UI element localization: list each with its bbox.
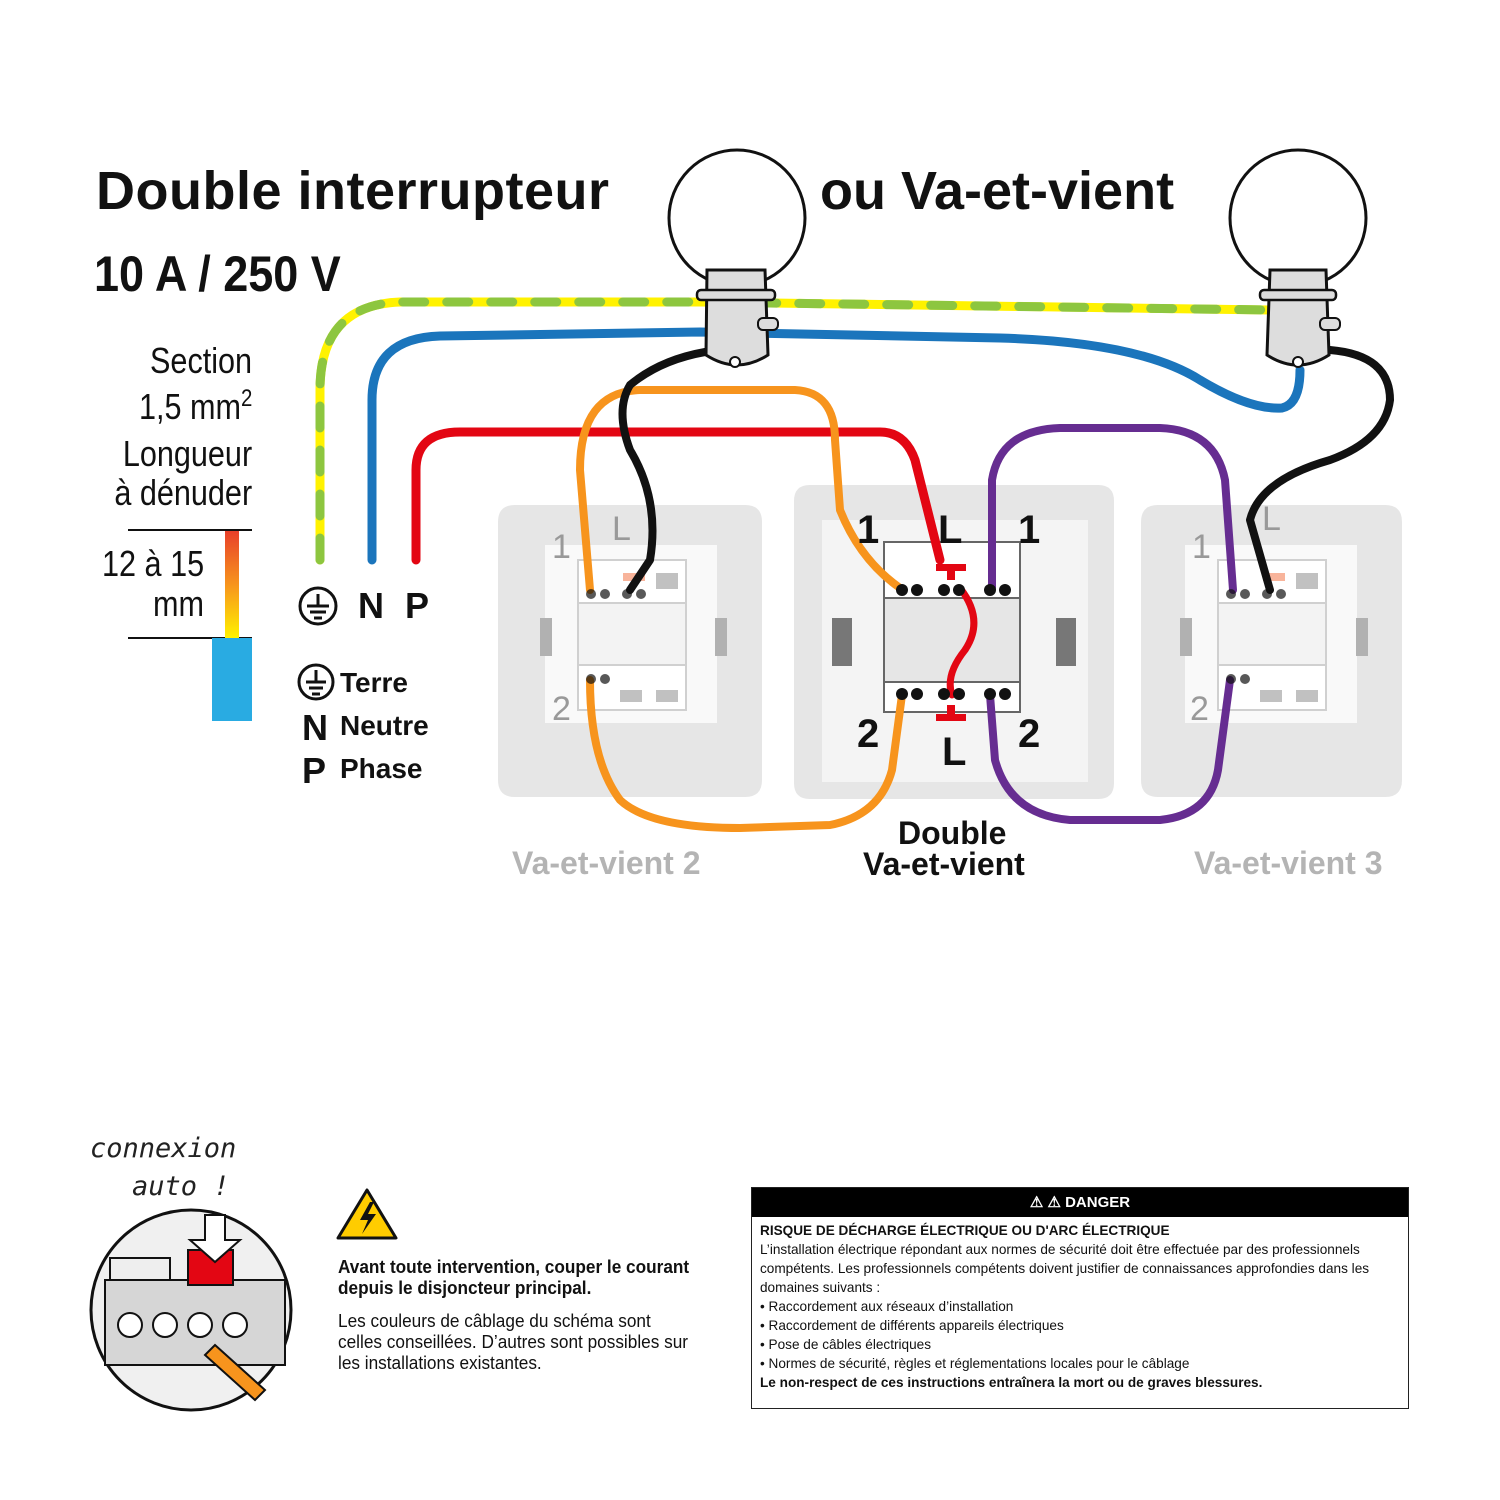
strip-length-value: 12 à 15 <box>101 543 204 584</box>
legend-p-letter: P <box>302 750 327 791</box>
traveler-purple-bottom <box>986 676 1234 824</box>
earth-symbol-icon <box>298 586 338 626</box>
earth-legend-icon <box>297 663 335 701</box>
warning-text: Les couleurs de câblage du schéma sont c… <box>338 1310 688 1373</box>
danger-footer: Le non-respect de ces instructions entra… <box>760 1375 1263 1390</box>
traveler-orange-bottom <box>586 676 906 832</box>
length-label: Longueur <box>122 433 252 474</box>
switch-va3 <box>1141 505 1402 797</box>
warning-bold-text: Avant toute intervention, couper le cour… <box>338 1256 690 1298</box>
neutral-supply-label: N <box>358 585 384 626</box>
legend-phase: Phase <box>340 753 423 784</box>
caption-va3: Va-et-vient 3 <box>1194 845 1383 881</box>
danger-item: • Normes de sécurité, règles et réglemen… <box>760 1356 1190 1371</box>
bulb-right <box>1228 148 1368 368</box>
neutral-wire <box>367 327 1305 565</box>
va2-terminal-1: 1 <box>552 528 571 566</box>
va3-terminal-2: 2 <box>1190 690 1209 728</box>
title-right: ou Va-et-vient <box>820 161 1175 221</box>
earth-wire-stripes <box>315 297 1275 565</box>
danger-box: ⚠ ⚠ DANGER RISQUE DE DÉCHARGE ÉLECTRIQUE… <box>751 1187 1409 1409</box>
double-terminal-la: L <box>938 508 963 552</box>
va3-terminal-l: L <box>1262 500 1281 538</box>
danger-intro: L’installation électrique répondant aux … <box>760 1242 1370 1295</box>
danger-item: • Pose de câbles électriques <box>760 1337 932 1352</box>
title-left: Double interrupteur <box>96 161 610 221</box>
section-label: Section <box>149 340 252 381</box>
strip-length-unit: mm <box>153 583 204 624</box>
high-voltage-warning-icon <box>336 1188 398 1240</box>
switch-va2 <box>498 505 762 797</box>
bridge-wire <box>946 584 978 699</box>
length-label-2: à dénuder <box>114 472 252 513</box>
legend-terre: Terre <box>340 667 408 698</box>
va2-terminal-2: 2 <box>552 690 571 728</box>
traveler-orange-top <box>576 386 904 594</box>
caption-va2: Va-et-vient 2 <box>512 845 701 881</box>
phase-wire <box>411 427 945 565</box>
return-wire-right <box>1246 346 1394 594</box>
double-terminal-2b: 2 <box>1018 712 1041 756</box>
phase-supply-label: P <box>405 585 430 626</box>
danger-item: • Raccordement de différents appareils é… <box>760 1318 1064 1333</box>
va2-terminal-l: L <box>612 510 631 548</box>
strip-length-gauge <box>128 529 252 721</box>
legend-neutre: Neutre <box>340 710 429 741</box>
rating-label: 10 A / 250 V <box>94 246 341 302</box>
auto-connect-illustration <box>89 1208 293 1412</box>
return-wire-left <box>618 348 709 594</box>
bulb-left <box>667 148 807 368</box>
danger-item: • Raccordement aux réseaux d’installatio… <box>760 1299 1014 1314</box>
auto-connect-label: connexion auto ! <box>90 1133 237 1202</box>
caption-double-line1: Double <box>898 815 1007 851</box>
double-terminal-1b: 1 <box>1018 508 1041 552</box>
danger-header: ⚠ ⚠ DANGER <box>752 1188 1408 1217</box>
caption-double-line2: Va-et-vient <box>863 846 1025 882</box>
traveler-purple-top <box>988 424 1237 594</box>
section-value: 1,5 mm2 <box>138 385 252 427</box>
double-terminal-1a: 1 <box>857 508 880 552</box>
double-terminal-2a: 2 <box>857 712 880 756</box>
danger-title: RISQUE DE DÉCHARGE ÉLECTRIQUE OU D'ARC É… <box>760 1223 1170 1238</box>
double-terminal-lb: L <box>942 730 967 774</box>
va3-terminal-1: 1 <box>1192 528 1211 566</box>
legend-n-letter: N <box>302 707 328 748</box>
